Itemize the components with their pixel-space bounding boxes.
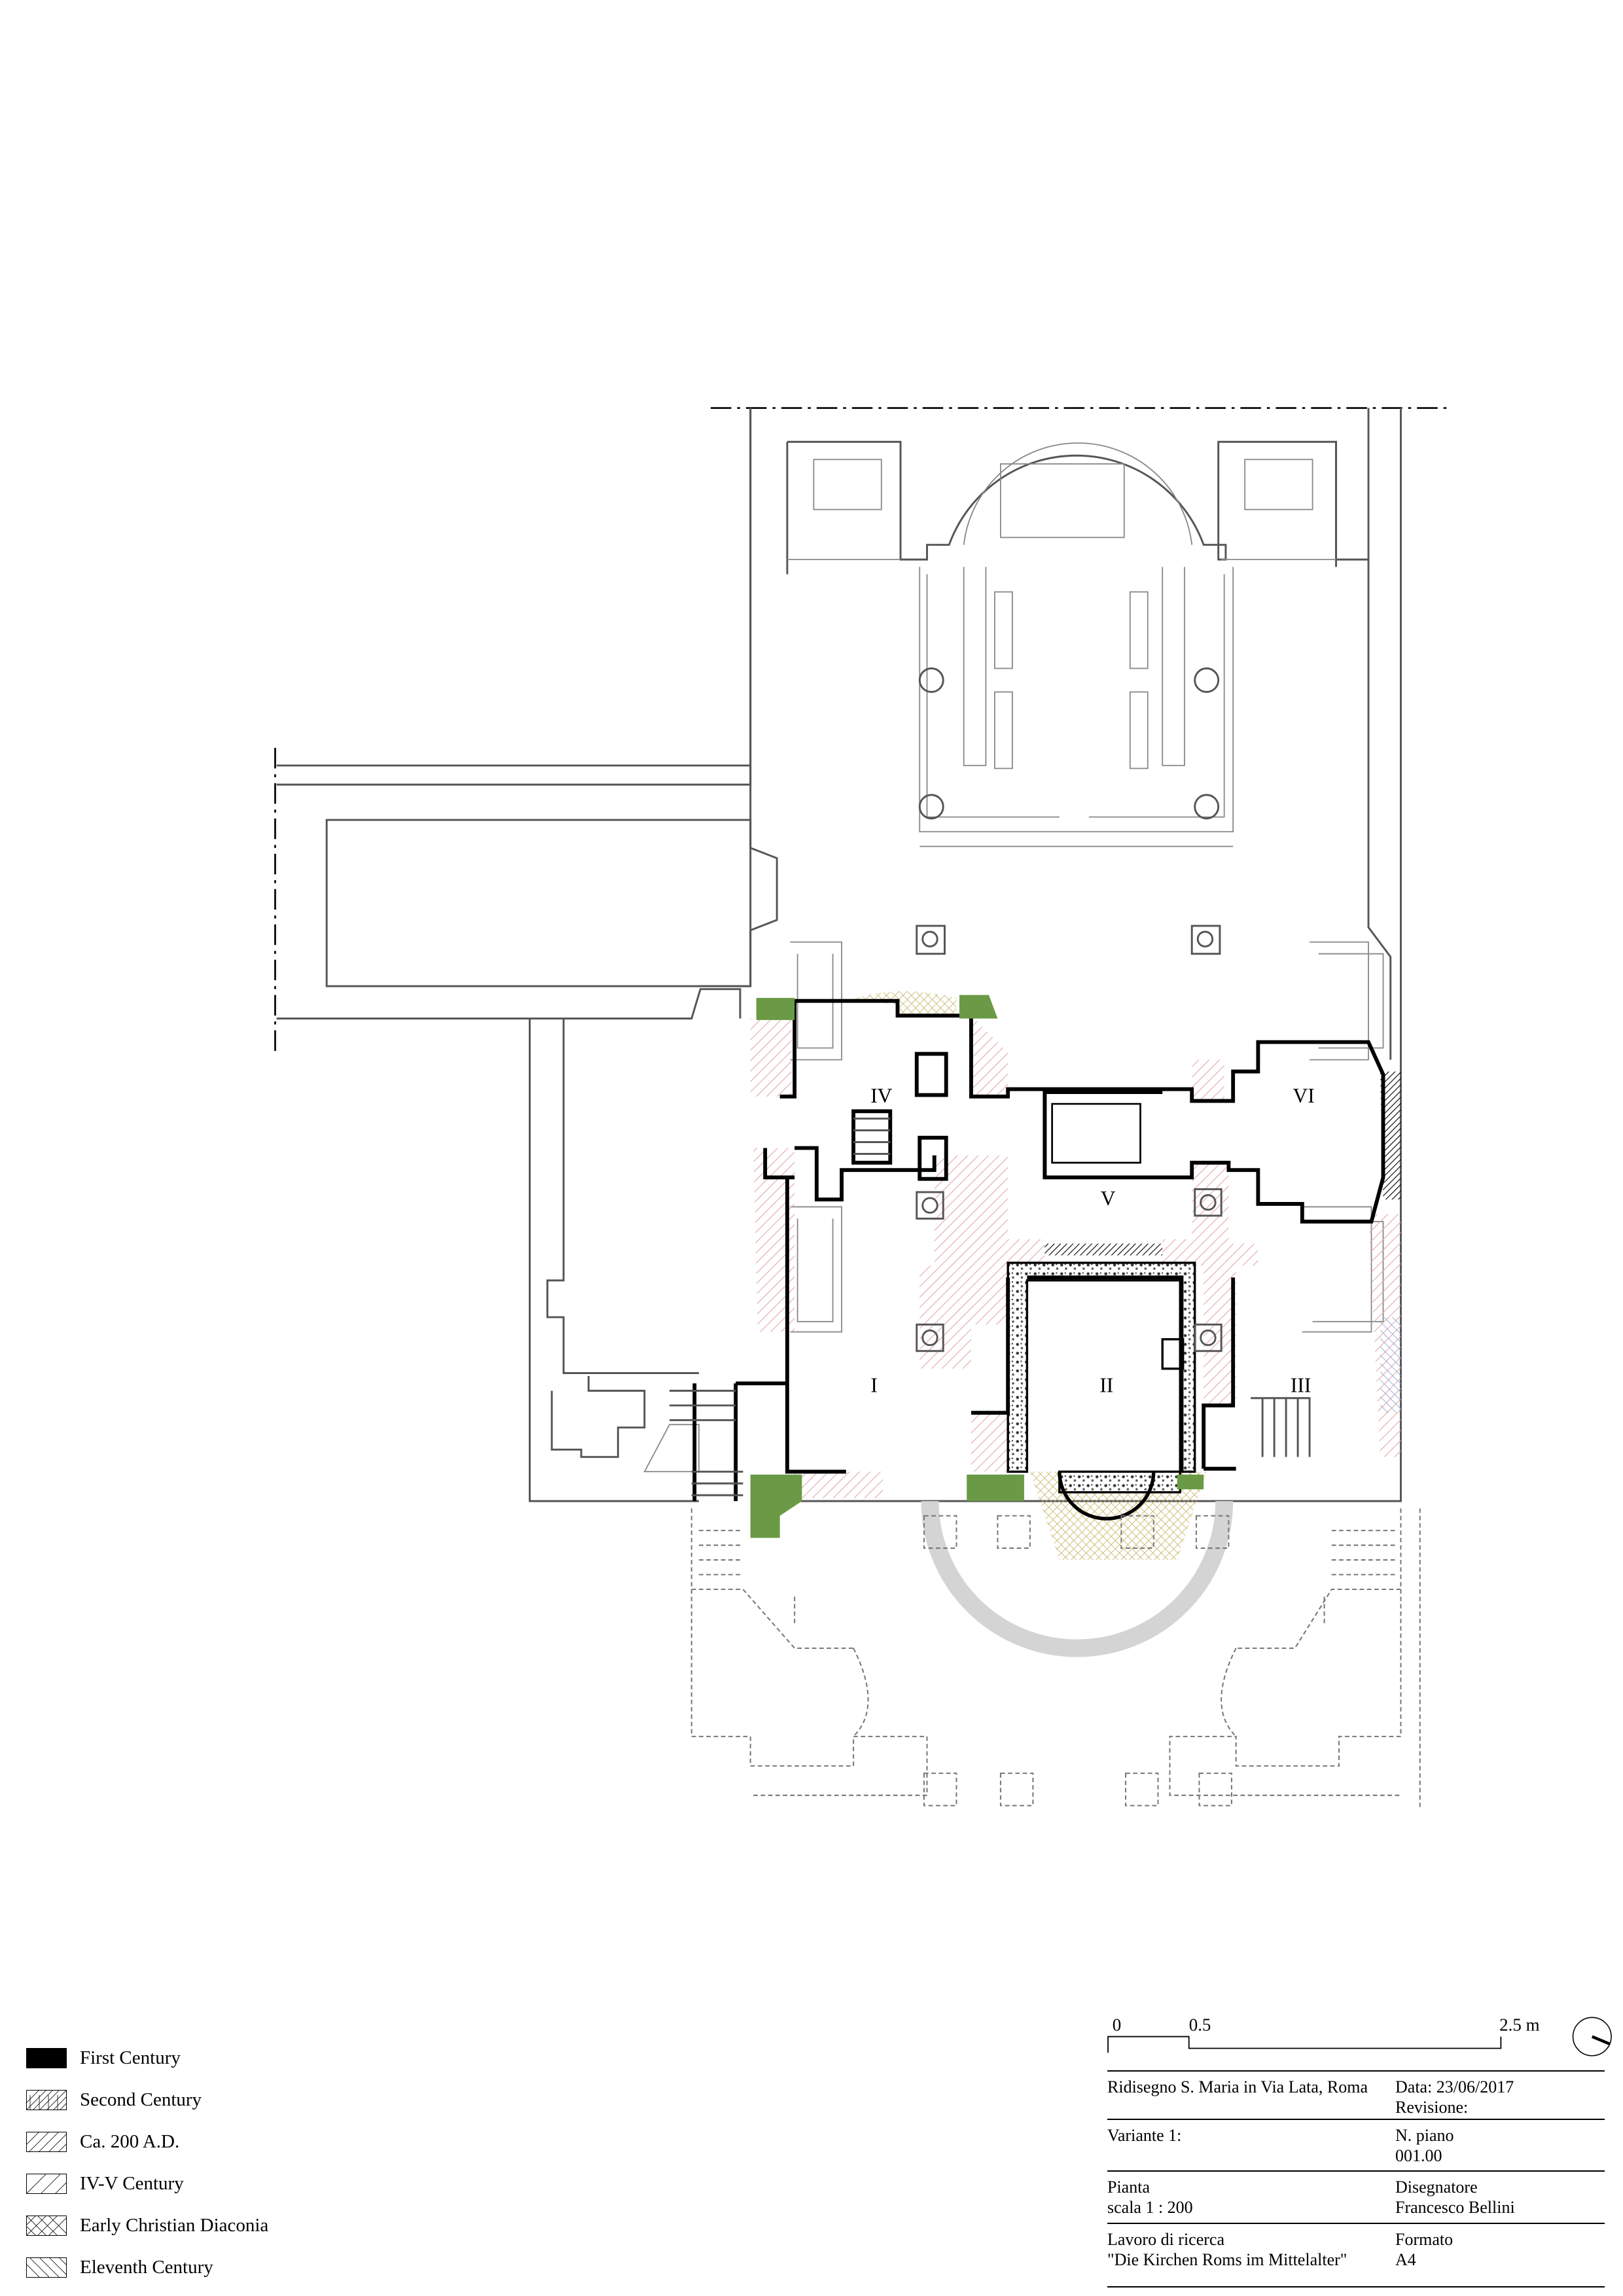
legend: First Century Second Century Ca. 200 A.D… <box>26 2037 268 2288</box>
stairs <box>669 1118 1311 1496</box>
variant-label: Variante 1: <box>1107 2126 1182 2145</box>
swatch-crosshatch <box>26 2215 67 2236</box>
drawing-date: Data: 23/06/2017 <box>1395 2077 1514 2096</box>
legend-item-ca-200-ad: Ca. 200 A.D. <box>26 2121 268 2163</box>
small-apse <box>1058 1472 1156 1521</box>
work-title: "Die Kirchen Roms im Mittelalter" <box>1107 2250 1347 2269</box>
room-label-ii: II <box>1099 1374 1113 1397</box>
work-label: Lavoro di ricerca <box>1107 2230 1225 2249</box>
scale-bar: 0 0.5 2.5 m <box>1107 2015 1540 2053</box>
legend-label: Early Christian Diaconia <box>80 2214 269 2236</box>
designer-label: Disegnatore <box>1395 2178 1478 2197</box>
porch-outline <box>690 1508 1421 1810</box>
column-bases <box>916 1188 1222 1352</box>
room-label-i: I <box>870 1374 877 1397</box>
plan-number: 001.00 <box>1395 2146 1442 2165</box>
legend-label: Second Century <box>80 2089 202 2110</box>
drawing-title: Ridisegno S. Maria in Via Lata, Roma <box>1107 2077 1368 2096</box>
legend-label: First Century <box>80 2047 181 2068</box>
legend-item-early-christian-diaconia: Early Christian Diaconia <box>26 2204 268 2246</box>
legend-label: Ca. 200 A.D. <box>80 2130 180 2152</box>
designer-name: Francesco Bellini <box>1395 2198 1515 2217</box>
green-remains <box>750 995 1204 1538</box>
format-value: A4 <box>1395 2250 1416 2269</box>
scale-tick-0: 0 <box>1113 2015 1121 2035</box>
swatch-dense-hatch <box>26 2089 67 2110</box>
legend-item-second-century: Second Century <box>26 2079 268 2121</box>
title-block-row: Ridisegno S. Maria in Via Lata, Roma Dat… <box>1107 2070 1605 2119</box>
title-block-row: Lavoro di ricerca"Die Kirchen Roms im Mi… <box>1107 2223 1605 2287</box>
room-label-iii: III <box>1291 1374 1311 1397</box>
legend-item-iv-v-century: IV-V Century <box>26 2163 268 2204</box>
church-outline <box>276 408 1402 1502</box>
first-century-walls <box>692 998 1385 1502</box>
legend-label: IV-V Century <box>80 2172 184 2194</box>
room-label-vi: VI <box>1293 1084 1314 1107</box>
drawing-type: Pianta <box>1107 2178 1150 2197</box>
swatch-solid <box>26 2047 67 2068</box>
scale-tick-0-5: 0.5 <box>1189 2015 1211 2035</box>
title-block: Ridisegno S. Maria in Via Lata, Roma Dat… <box>1107 2070 1605 2287</box>
apse-ring <box>921 1501 1234 1657</box>
room-label-v: V <box>1101 1187 1116 1210</box>
revision-label: Revisione: <box>1395 2098 1469 2117</box>
scale-tick-2-5: 2.5 m <box>1499 2015 1539 2035</box>
swatch-hatch <box>26 2131 67 2152</box>
room-label-iv: IV <box>870 1084 892 1107</box>
swatch-back-hatch <box>26 2257 67 2278</box>
legend-label: Eleventh Century <box>80 2256 213 2278</box>
legend-item-first-century: First Century <box>26 2037 268 2079</box>
north-arrow-icon <box>1572 2017 1612 2057</box>
plan-number-label: N. piano <box>1395 2126 1454 2145</box>
legend-item-eleventh-century: Eleventh Century <box>26 2246 268 2288</box>
format-label: Formato <box>1395 2230 1454 2249</box>
swatch-wide-hatch <box>26 2173 67 2194</box>
drawing-scale: scala 1 : 200 <box>1107 2198 1193 2217</box>
